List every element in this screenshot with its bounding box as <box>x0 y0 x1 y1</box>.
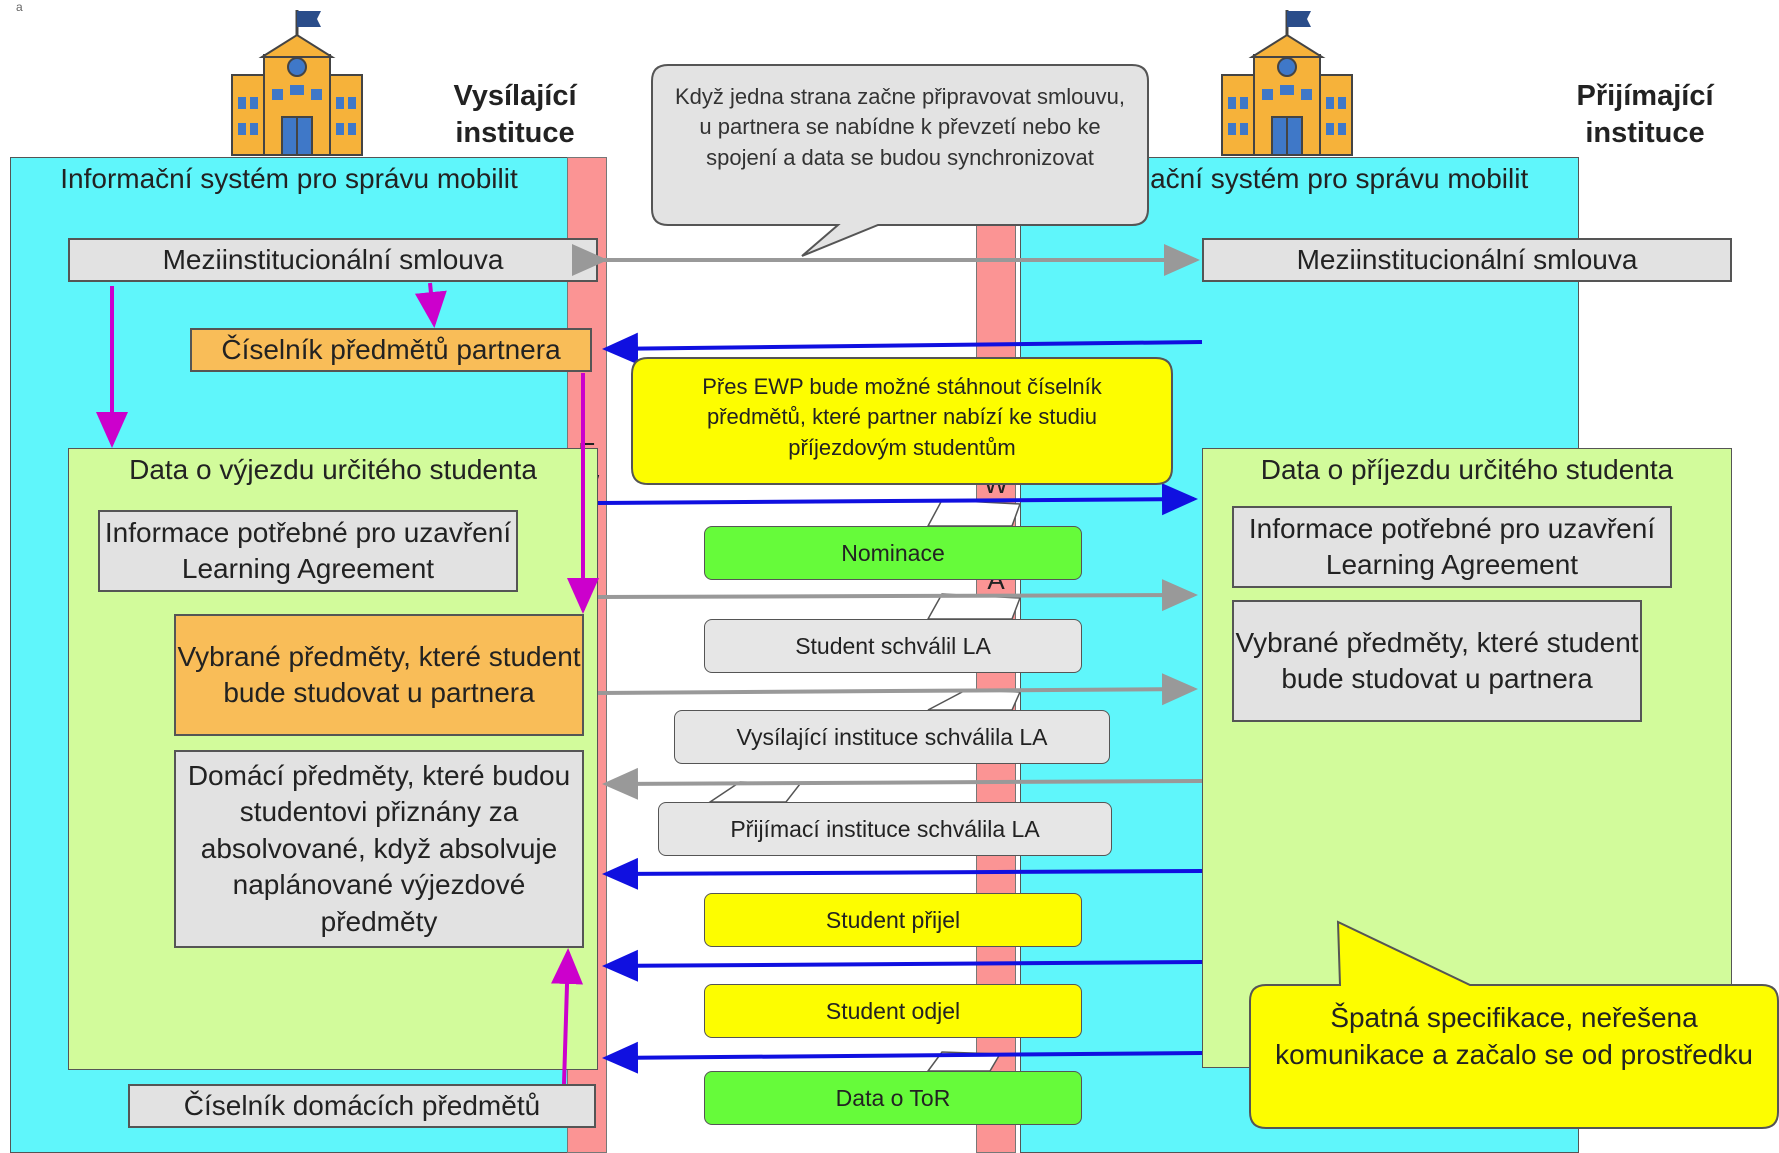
arrow-partner-catalog <box>602 332 1203 365</box>
arrow-student-arrived <box>602 857 1203 890</box>
right-school-building-icon <box>1221 10 1353 156</box>
middle-callout-text: Přes EWP bude možné stáhnout číselník př… <box>702 374 1102 460</box>
right-student-data-title: Data o příjezdu určitého studenta <box>1260 454 1674 485</box>
home-courses-catalog-box: Číselník domácích předmětů <box>128 1084 596 1128</box>
bottom-right-callout-text: Špatná specifikace, neřešena komunikace … <box>1275 1002 1753 1070</box>
magenta-arrow-home-catalog <box>551 948 584 1085</box>
arrow-student-approved-la <box>597 579 1198 612</box>
message-student-arrived: Student přijel <box>704 893 1082 947</box>
left-system-title: Informační systém pro správu mobilit <box>60 163 518 194</box>
arrow-student-left <box>602 949 1203 982</box>
partner-courses-catalog-box: Číselník předmětů partnera <box>190 328 592 372</box>
pill-tail-sending-la <box>927 689 1022 711</box>
header-mark: a <box>16 0 23 14</box>
right-la-info-box: Informace potřebné pro uzavření Learning… <box>1232 506 1672 588</box>
left-agreement-box: Meziinstitucionální smlouva <box>68 238 598 282</box>
arrow-tor <box>602 1041 1203 1074</box>
message-nominace: Nominace <box>704 526 1082 580</box>
arrow-receiving-approved-la <box>602 767 1203 800</box>
home-courses-box: Domácí předměty, které budou studentovi … <box>174 750 584 948</box>
left-selected-courses-box: Vybrané předměty, které student bude stu… <box>174 614 584 736</box>
bottom-right-callout-shape <box>1249 920 1779 1129</box>
message-receiving-approved-la: Přijímací instituce schválila LA <box>658 802 1112 856</box>
arrow-nominace <box>597 483 1198 516</box>
right-agreement-box: Meziinstitucionální smlouva <box>1202 238 1732 282</box>
top-callout-shape <box>651 64 1149 257</box>
left-la-info-box: Informace potřebné pro uzavření Learning… <box>98 510 518 592</box>
left-school-building-icon <box>231 10 363 156</box>
message-student-approved-la: Student schválil LA <box>704 619 1082 673</box>
pill-tail-nominace <box>926 499 1022 527</box>
message-student-left: Student odjel <box>704 984 1082 1038</box>
message-sending-approved-la: Vysílající instituce schválila LA <box>674 710 1110 764</box>
left-student-data-title: Data o výjezdu určitého studenta <box>129 454 537 485</box>
arrow-sending-approved-la <box>597 673 1198 706</box>
pill-tail-student-la <box>926 593 1022 620</box>
magenta-arrow-agreement-to-catalog <box>414 282 447 328</box>
middle-callout-shape <box>631 357 1173 485</box>
right-selected-courses-box: Vybrané předměty, které student bude stu… <box>1232 600 1642 722</box>
message-tor-data: Data o ToR <box>704 1071 1082 1125</box>
top-callout-text: Když jedna strana začne připravovat smlo… <box>674 84 1125 170</box>
